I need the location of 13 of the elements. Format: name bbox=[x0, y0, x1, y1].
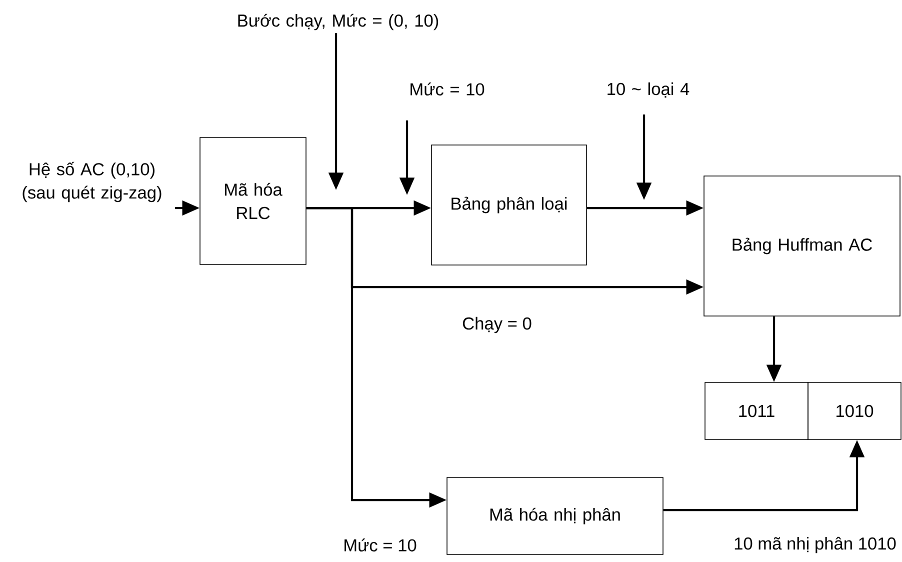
edge-label: Chạy = 0 bbox=[459, 314, 535, 336]
input-label: 10 ~ loại 4 bbox=[608, 82, 690, 98]
process-box: 1010 bbox=[808, 382, 902, 440]
process-box: Mã hóa nhị phân bbox=[446, 477, 664, 555]
edge-label: 10 mã nhị phân 1010 bbox=[730, 534, 900, 556]
process-box: Bảng Huffman AC bbox=[704, 176, 900, 316]
input-label: Bước chạy, Mức = (0, 10) bbox=[238, 14, 438, 30]
process-box: 1011 bbox=[704, 382, 808, 440]
input-label: Hệ số AC (0,10) (sau quét zig-zag) bbox=[22, 162, 162, 202]
edge-label: Mức = 10 bbox=[340, 536, 420, 554]
input-label: Mức = 10 bbox=[410, 82, 484, 96]
process-box: Bảng phân loại bbox=[431, 144, 587, 266]
process-box: Mã hóa RLC bbox=[200, 137, 306, 265]
